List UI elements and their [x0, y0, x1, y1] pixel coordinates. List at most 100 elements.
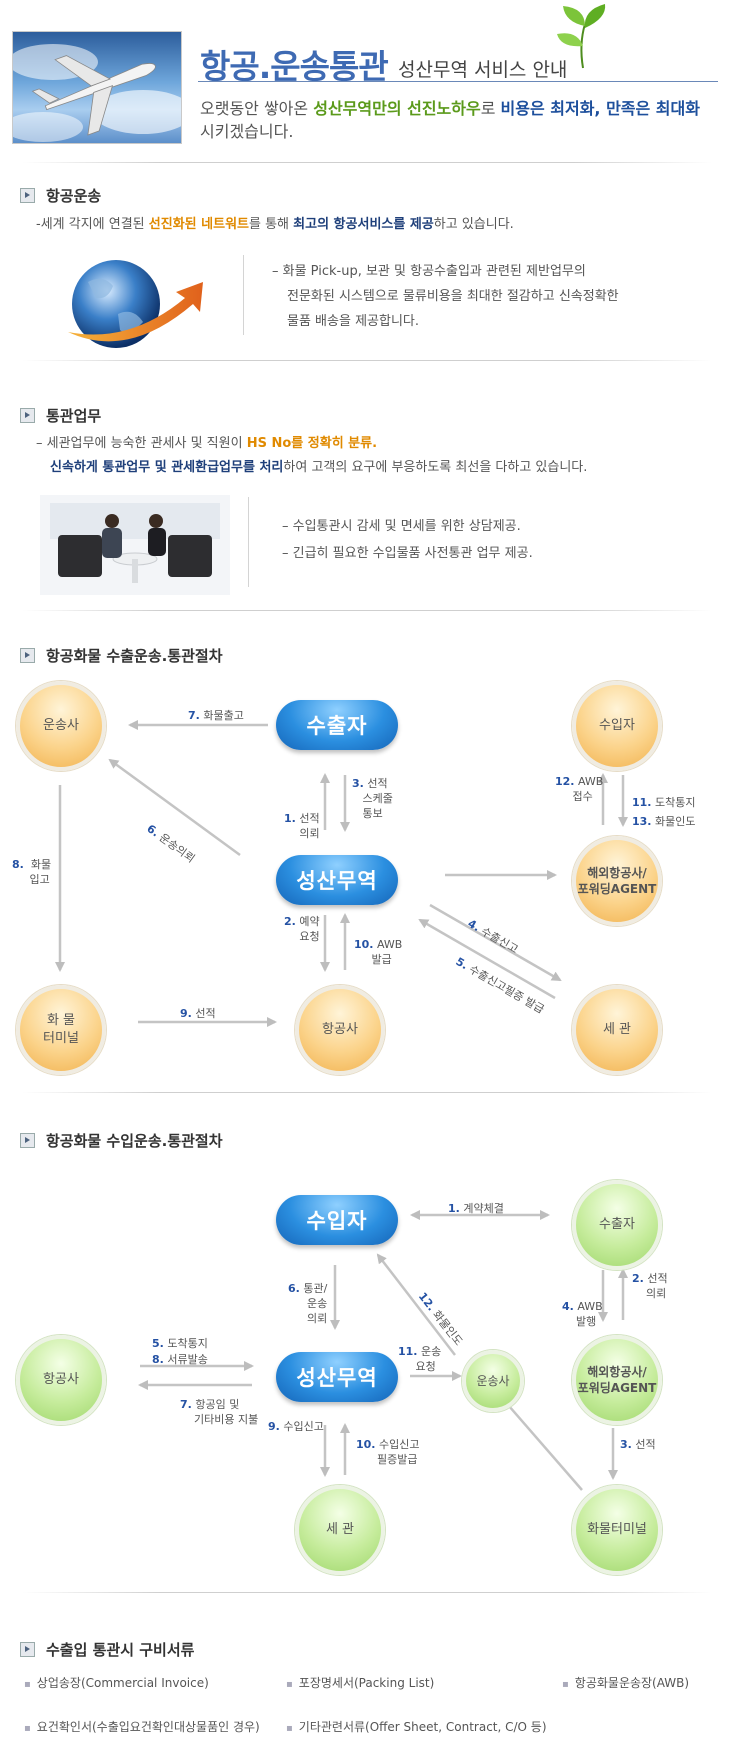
section-bullet-icon [20, 408, 35, 423]
step-text: 운송 [421, 1345, 442, 1358]
step-number: 2. [632, 1272, 644, 1285]
step-text: AWB [578, 775, 604, 788]
step-number: 3. [620, 1438, 632, 1451]
step-number: 10. [356, 1438, 376, 1451]
node-label: 수입자 [306, 1209, 368, 1233]
intro-line2: 시키겠습니다. [200, 122, 294, 141]
node-label: 해외항공사/ [587, 865, 647, 880]
node-cargo-terminal: 화물터미널 [572, 1485, 662, 1575]
air-bullet-1: – 화물 Pick-up, 보관 및 항공수출입과 관련된 제반업무의 [272, 264, 586, 279]
node-label: 항공사 [43, 1372, 79, 1388]
node-customs: 세 관 [295, 1485, 385, 1575]
doc-item: 항공화물운송장(AWB) [562, 1674, 689, 1691]
node-label: 운송사 [43, 718, 79, 734]
airplane-photo [12, 31, 182, 144]
step-text: 선적 [367, 777, 388, 790]
node-importer: 수입자 [572, 681, 662, 771]
step-text: 의뢰 [299, 826, 320, 840]
step-label-10: 10. AWB 발급 [354, 938, 402, 968]
customs-desc-text: 하여 고객의 요구에 부응하도록 최선을 다하고 있습니다. [283, 460, 588, 475]
arrow-carrier-to-importer [376, 1253, 456, 1356]
node-label: 해외항공사/ [587, 1364, 647, 1379]
step-text: 계약체결 [463, 1202, 504, 1215]
air-desc-text: -세계 각지에 연결된 [36, 217, 149, 232]
node-label: 화 물 [46, 1013, 76, 1029]
vertical-divider [243, 255, 244, 335]
intro-text: 오랫동안 쌓아온 [200, 99, 314, 118]
node-label: 세 관 [325, 1522, 355, 1538]
intro-text: 로 [480, 99, 501, 118]
step-number: 3. [352, 777, 364, 790]
air-bullet-3: 물품 배송을 제공합니다. [287, 314, 419, 329]
step-text: 서류발송 [167, 1353, 208, 1366]
step-number: 11. [632, 796, 652, 809]
step-text: 선적 [299, 812, 320, 825]
step-text: 통보 [362, 806, 383, 820]
page-title: 항공.운송통관 [200, 47, 389, 86]
meeting-photo [40, 495, 230, 599]
vertical-divider [248, 497, 249, 587]
step-text: 선적 [195, 1007, 216, 1020]
step-text: 통관/ [303, 1282, 328, 1295]
node-label: 포워딩AGENT [577, 1381, 657, 1395]
customs-desc-highlight: HS No를 정확히 분류. [246, 436, 378, 451]
node-airline: 항공사 [295, 985, 385, 1075]
step-label-13: 13. 화물인도 [632, 815, 695, 830]
step-text: 수입신고 [379, 1438, 420, 1451]
step-number: 1. [448, 1202, 460, 1215]
step-text: AWB [377, 938, 403, 951]
intro-line1: 오랫동안 쌓아온 성산무역만의 선진노하우로 비용은 최저화, 만족은 최대화 [200, 95, 700, 119]
step-label-7: 7. 항공임 및 기타비용 지불 [180, 1398, 258, 1428]
step-text: 운송 [307, 1296, 328, 1310]
leaf-icon [555, 4, 610, 76]
step-number: 12. [555, 775, 575, 788]
step-text: 의뢰 [307, 1311, 328, 1325]
step-number: 13. [632, 815, 652, 828]
step-text: 수입신고 [283, 1420, 324, 1433]
doc-item: 요건확인서(수출입요건확인대상물품인 경우) [24, 1718, 260, 1735]
step-label-4: 4. AWB 발행 [562, 1300, 603, 1330]
section-title-export: 항공화물 수출운송.통관절차 [46, 647, 223, 665]
node-seongsan: 성산무역 [276, 855, 398, 905]
section-bullet-icon [20, 648, 35, 663]
step-text: 선적 [635, 1438, 656, 1451]
step-text: 기타비용 지불 [194, 1412, 259, 1426]
divider [22, 1092, 712, 1093]
node-label: 수출자 [599, 1217, 635, 1233]
customs-bullet-1: – 수입통관시 감세 및 면세를 위한 상담제공. [282, 519, 521, 534]
node-label: 수출자 [306, 714, 368, 738]
divider [22, 162, 712, 163]
node-carrier: 운송사 [462, 1350, 524, 1412]
step-label-11: 11. 도착통지 [632, 796, 695, 811]
intro-highlight-knowhow: 성산무역만의 선진노하우 [313, 99, 481, 118]
air-desc-text: 를 통해 [249, 217, 294, 232]
step-text: 접수 [572, 789, 593, 803]
step-label-5: 5. 도착통지 [152, 1337, 208, 1352]
step-number: 2. [284, 915, 296, 928]
intro-highlight-cost: 비용은 최저화, 만족은 최대화 [500, 99, 700, 118]
step-text: 스케줄 [362, 791, 393, 805]
air-description: -세계 각지에 연결된 선진화된 네트워트를 통해 최고의 항공서비스를 제공하… [36, 213, 514, 232]
step-text: AWB [577, 1300, 603, 1313]
step-text: 요청 [415, 1359, 436, 1373]
step-label-3: 3. 선적 [620, 1438, 656, 1453]
doc-item: 상업송장(Commercial Invoice) [24, 1674, 209, 1691]
step-label-1: 1. 계약체결 [448, 1202, 504, 1217]
title-underline [198, 81, 718, 82]
node-label: 운송사 [476, 1373, 510, 1388]
globe-icon [58, 252, 208, 366]
step-number: 11. [398, 1345, 418, 1358]
divider [22, 610, 712, 611]
section-title-import: 항공화물 수입운송.통관절차 [46, 1132, 223, 1150]
node-importer: 수입자 [276, 1195, 398, 1245]
arrow-seongsan-to-carrier [108, 758, 241, 857]
step-number: 7. [188, 709, 200, 722]
step-text: 화물인도 [655, 815, 696, 828]
step-number: 8. [152, 1353, 164, 1366]
line-terminal-to-carrier [501, 1397, 583, 1491]
step-text: 발급 [371, 952, 392, 966]
step-text: 입고 [29, 872, 50, 886]
step-number: 5. [152, 1337, 164, 1350]
node-label: 성산무역 [296, 1366, 378, 1390]
node-carrier: 운송사 [16, 681, 106, 771]
